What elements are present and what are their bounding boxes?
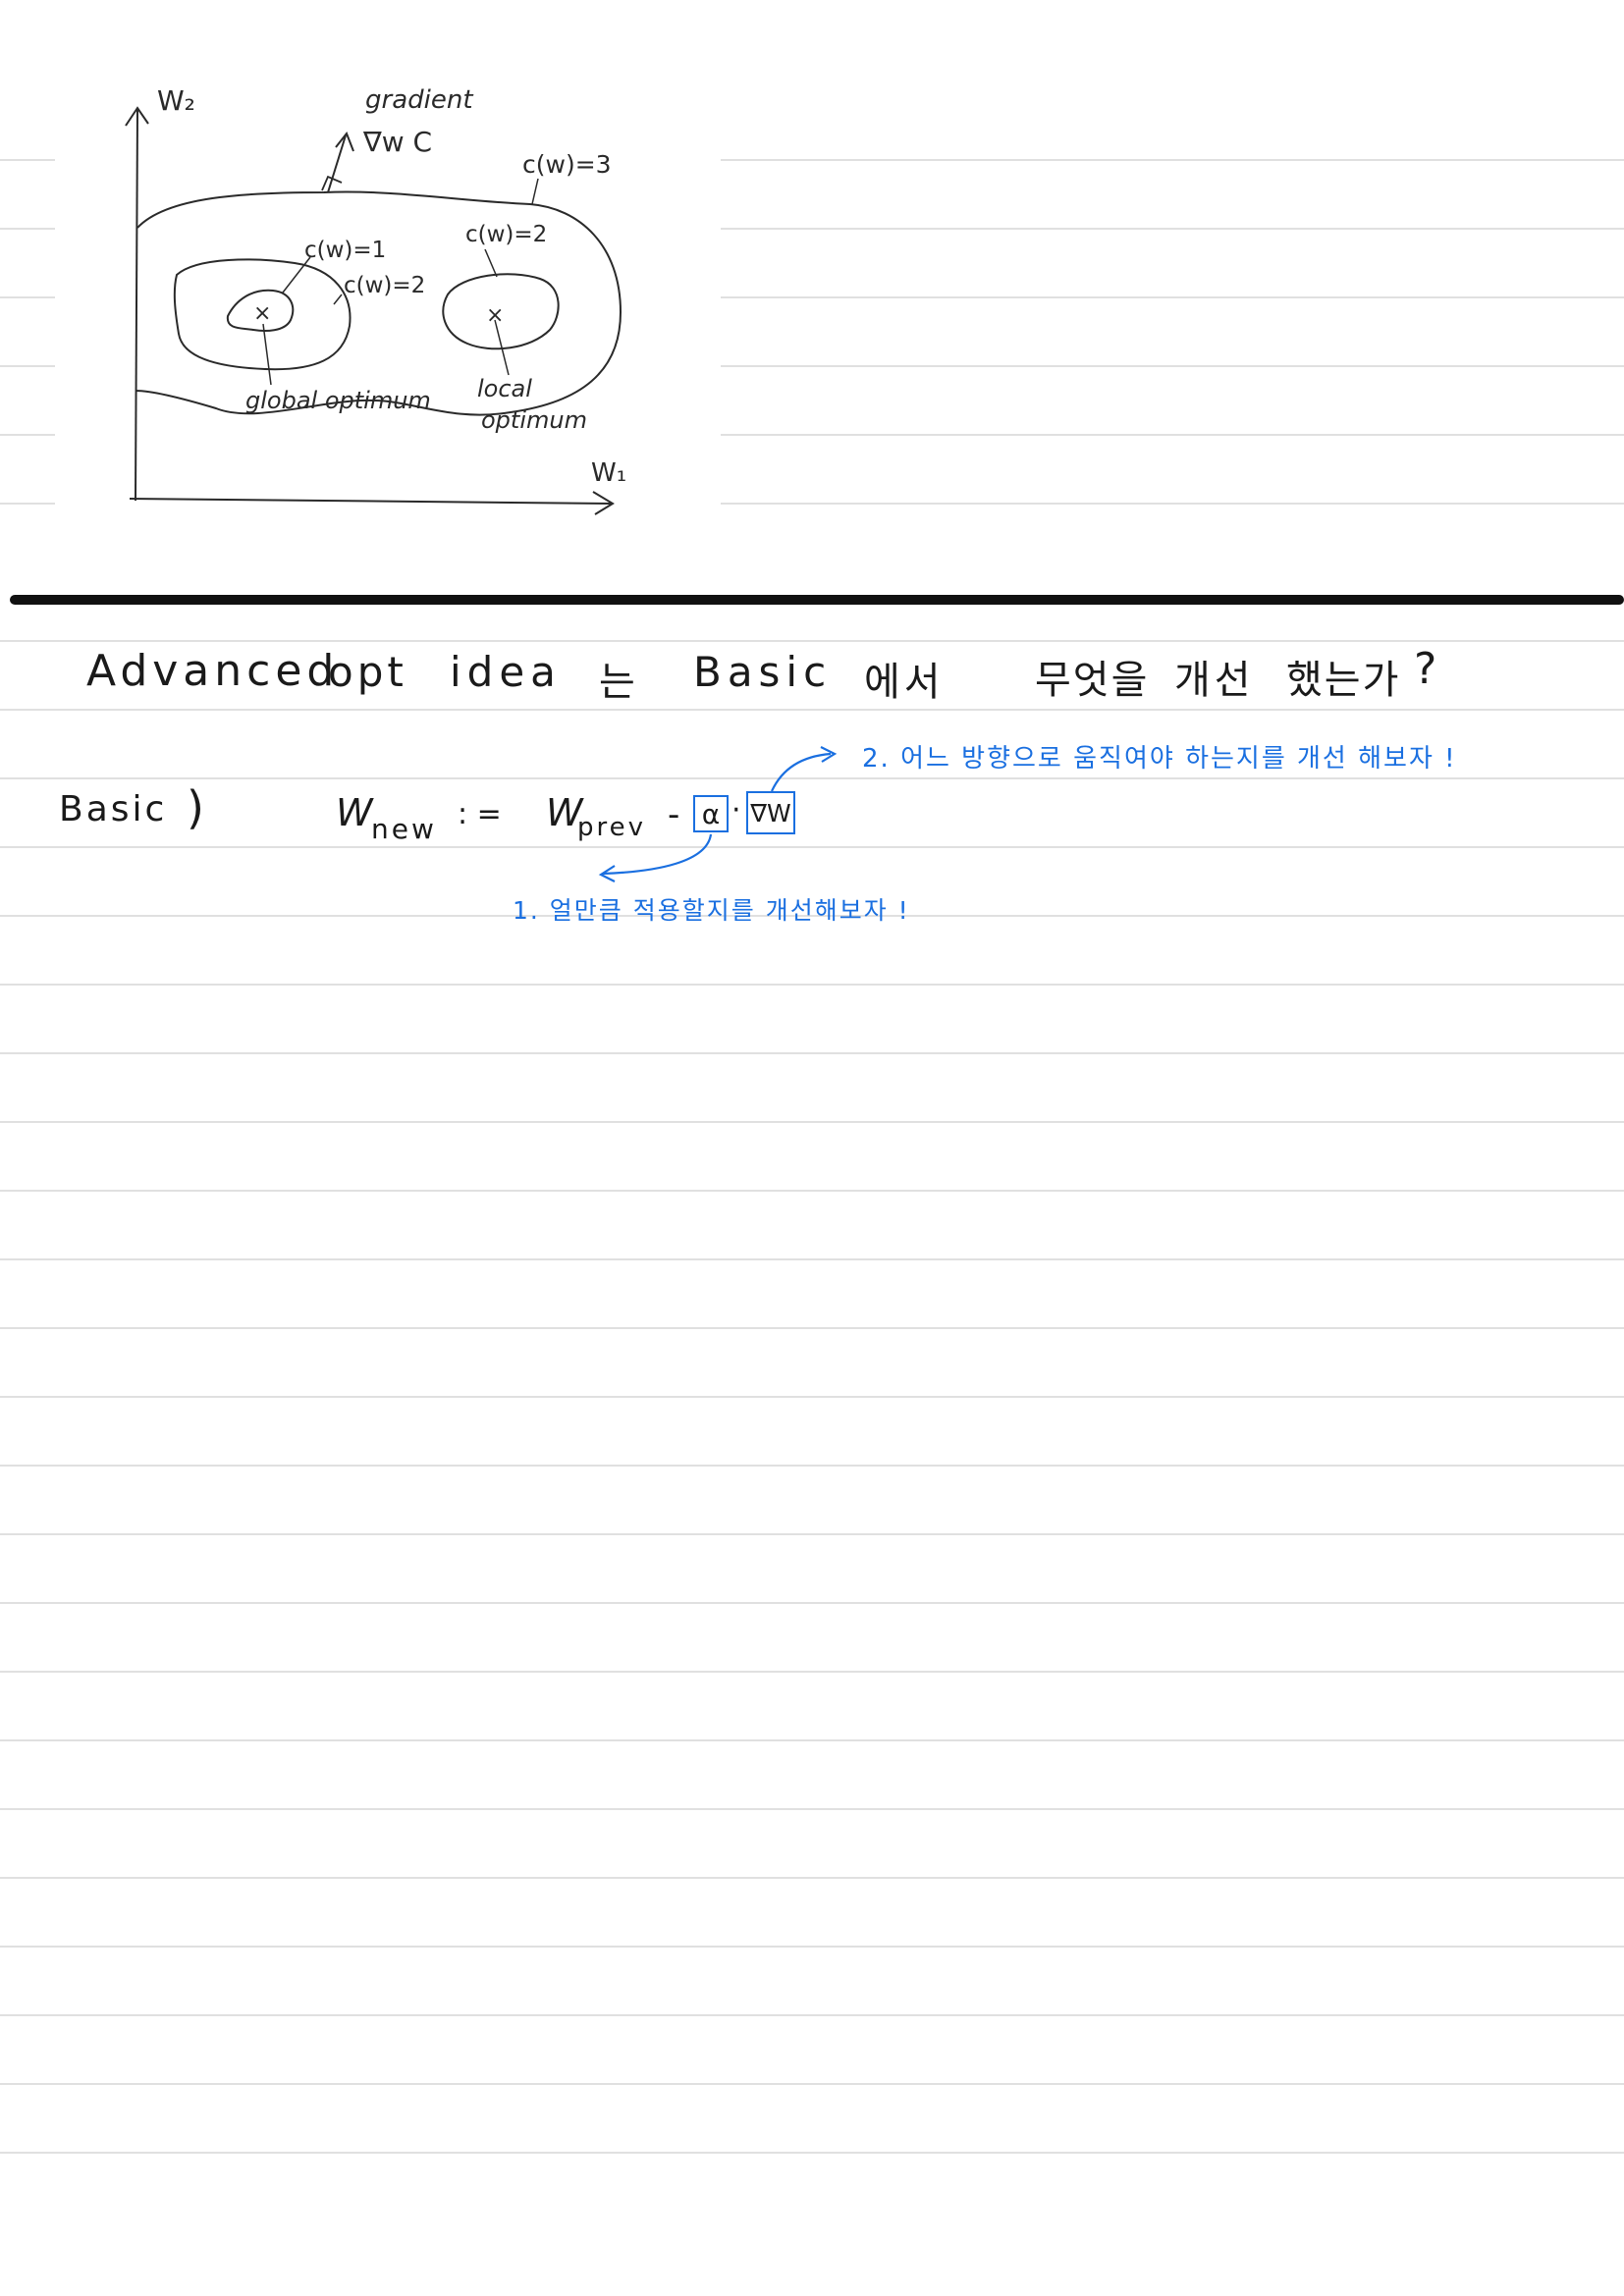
grad-box: ∇W xyxy=(746,791,795,834)
note1-arrow-head xyxy=(598,865,616,882)
gradient-arrow-head xyxy=(335,132,354,152)
global-optimum-leader xyxy=(262,323,272,386)
gradient-label: gradient xyxy=(365,85,473,115)
w2-axis-line xyxy=(135,109,138,502)
w-prev-symbol: W xyxy=(546,791,583,834)
contour-local-leader xyxy=(484,248,498,278)
gradient-arrow-line xyxy=(327,134,347,193)
w1-axis-arrow xyxy=(592,491,615,515)
w-new-symbol: W xyxy=(336,791,373,834)
contour-global-inner-label: c(w)=1 xyxy=(304,238,386,263)
contour-local xyxy=(442,273,560,350)
question-word-idea: idea xyxy=(450,648,562,696)
contour-outer-leader xyxy=(531,178,539,205)
note2-arrow-curve xyxy=(771,752,832,792)
question-mark: ? xyxy=(1414,644,1437,694)
note-direction: 2. 어느 방향으로 움직여야 하는지를 개선 해보자 ! xyxy=(862,744,1457,774)
contour-outer xyxy=(135,190,623,416)
local-optimum-marker: × xyxy=(486,303,504,328)
question-word-opt: opt xyxy=(328,648,407,696)
w1-axis-line xyxy=(129,498,612,505)
question-word-gaeseon: 개선 xyxy=(1174,658,1255,703)
note-amount: 1. 얼만큼 적용할지를 개선해보자 ! xyxy=(513,896,910,925)
w2-axis-label: W₂ xyxy=(157,84,195,117)
w-new-subscript: new xyxy=(371,813,437,845)
gradient-symbol: ∇w C xyxy=(362,126,432,158)
alpha-symbol: α xyxy=(701,797,721,830)
contour-local-label: c(w)=2 xyxy=(465,222,547,247)
alpha-box: α xyxy=(693,795,729,832)
contour-global-outer xyxy=(173,258,352,371)
contour-global-outer-label: c(w)=2 xyxy=(344,273,425,298)
question-word-neun: 는 xyxy=(599,660,635,705)
w1-axis-label: W₁ xyxy=(591,458,626,488)
grad-symbol: ∇W xyxy=(750,798,791,828)
basic-paren: ) xyxy=(187,781,204,834)
contour-outer-label: c(w)=3 xyxy=(522,150,612,179)
w-prev-subscript: prev xyxy=(577,813,647,842)
minus-operator: - xyxy=(668,795,680,834)
w2-axis-arrow xyxy=(125,106,149,127)
local-optimum-leader xyxy=(494,319,510,376)
question-word-eseo: 에서 xyxy=(864,660,945,705)
global-optimum-label: global optimum xyxy=(245,387,431,414)
note2-arrow-head xyxy=(820,746,838,763)
section-divider xyxy=(10,595,1624,605)
global-optimum-marker: × xyxy=(253,301,271,326)
question-word-advanced: Advanced xyxy=(86,646,340,696)
contour-global-inner-leader xyxy=(282,256,311,294)
question-word-mueoseul: 무엇을 xyxy=(1035,658,1150,703)
right-angle-mark xyxy=(321,175,343,191)
contour-sketch: W₂ W₁ × × gradient ∇w C c(w)=3 c(w)=1 c(… xyxy=(125,84,626,515)
dot-operator: · xyxy=(731,793,741,828)
annotation-arrows xyxy=(598,746,838,882)
assign-operator: : = xyxy=(458,797,502,831)
basic-label: Basic xyxy=(59,789,168,829)
contour-global-outer-leader xyxy=(333,294,343,305)
question-word-haenneunga: 했는가 xyxy=(1286,658,1401,703)
local-optimum-label-2: optimum xyxy=(481,406,587,434)
local-optimum-label-1: local xyxy=(477,375,532,402)
question-word-basic: Basic xyxy=(693,648,833,696)
note1-arrow-curve xyxy=(602,833,713,876)
contour-global-inner xyxy=(226,289,295,332)
